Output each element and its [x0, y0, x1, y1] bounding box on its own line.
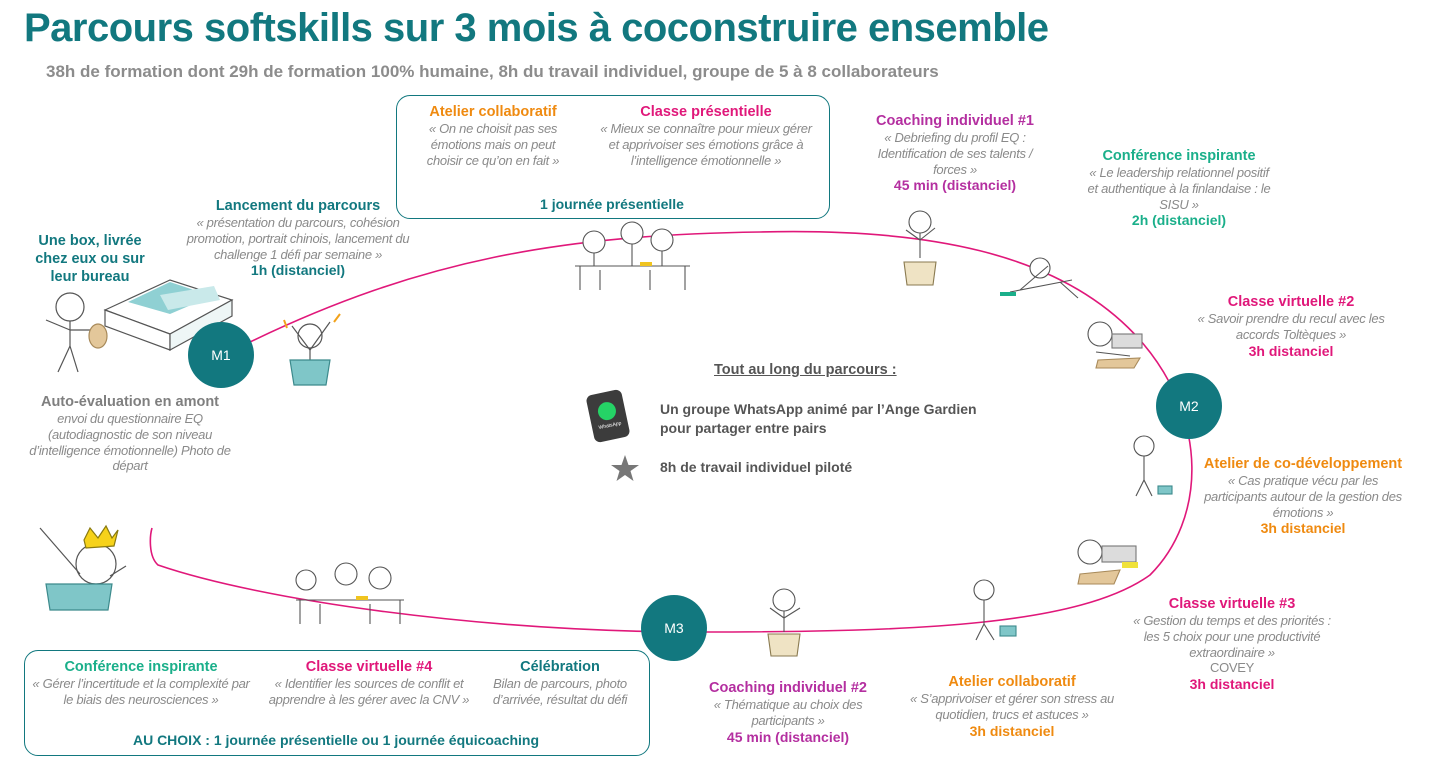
classe-v3-block: Classe virtuelle #3 « Gestion du temps e… — [1130, 596, 1334, 693]
day1-classe-title: Classe présentielle — [640, 104, 772, 120]
figure-deckchair — [1000, 257, 1079, 299]
atelier2-block: Atelier collaboratif « S’apprivoiser et … — [902, 674, 1122, 739]
milestone-m2: M2 — [1156, 373, 1222, 439]
day1-atelier: Atelier collaboratif « On ne choisit pas… — [412, 104, 574, 168]
classe-v2-quote: « Savoir prendre du recul avec les accor… — [1197, 311, 1385, 342]
coaching2-title: Coaching individuel #2 — [709, 680, 867, 696]
codev-title: Atelier de co-développement — [1203, 456, 1403, 472]
center-whatsapp: Un groupe WhatsApp animé par l’Ange Gard… — [660, 401, 977, 436]
final-classe-title: Classe virtuelle #4 — [305, 659, 433, 675]
final-conference: Conférence inspirante « Gérer l’incertit… — [30, 659, 252, 708]
milestone-m3: M3 — [641, 595, 707, 661]
classe-v3-duration: 3h distanciel — [1189, 675, 1275, 692]
final-frame — [24, 650, 650, 756]
auto-eval-text: envoi du questionnaire EQ (autodiagnosti… — [29, 411, 231, 474]
codev-block: Atelier de co-développement « Cas pratiq… — [1196, 456, 1410, 537]
auto-eval-title: Auto-évaluation en amont — [40, 394, 220, 410]
lancement-duration: 1h (distanciel) — [250, 262, 346, 279]
figure-coaching1 — [903, 210, 937, 286]
classe-v2-duration: 3h distanciel — [1248, 342, 1334, 359]
final-conference-quote: « Gérer l’incertitude et la complexité p… — [32, 676, 250, 707]
classe-v3-title: Classe virtuelle #3 — [1168, 596, 1296, 612]
final-celebration-quote: Bilan de parcours, photo d’arrivée, résu… — [492, 676, 628, 707]
star-icon — [611, 455, 639, 481]
coaching1-quote: « Debriefing du profil EQ : Identificati… — [877, 130, 1033, 177]
day1-footer-text: 1 journée présentielle — [540, 196, 684, 212]
gift-box-illustration — [103, 279, 234, 352]
whatsapp-phone-icon: WhatsApp — [585, 388, 632, 444]
figures-table-top — [575, 221, 690, 290]
figure-launch — [283, 313, 341, 386]
milestone-m1: M1 — [188, 322, 254, 388]
final-conference-title: Conférence inspirante — [64, 659, 218, 675]
page-title: Parcours softskills sur 3 mois à coconst… — [24, 6, 1049, 50]
final-footer-text: AU CHOIX : 1 journée présentielle ou 1 j… — [132, 732, 540, 748]
conference1-title: Conférence inspirante — [1102, 148, 1256, 164]
conference1-block: Conférence inspirante « Le leadership re… — [1084, 148, 1274, 229]
day1-classe-quote: « Mieux se connaître pour mieux gérer et… — [600, 121, 812, 168]
figure-virtual3 — [1077, 539, 1138, 585]
figure-coaching2 — [767, 588, 801, 657]
box-start-title: Une box, livrée chez eux ou sur leur bur… — [35, 233, 145, 286]
page-subtitle: 38h de formation dont 29h de formation 1… — [46, 62, 939, 81]
codev-duration: 3h distanciel — [1260, 520, 1346, 537]
figures-table-bottom — [295, 562, 404, 624]
day1-footer: 1 journée présentielle — [396, 196, 828, 213]
lancement-block: Lancement du parcours « présentation du … — [172, 198, 424, 279]
lancement-title: Lancement du parcours — [215, 198, 381, 214]
final-classe-quote: « Identifier les sources de conflit et a… — [268, 676, 470, 707]
coaching1-duration: 45 min (distanciel) — [893, 177, 1017, 194]
final-footer: AU CHOIX : 1 journée présentielle ou 1 j… — [24, 732, 648, 749]
atelier2-title: Atelier collaboratif — [948, 674, 1076, 690]
coaching1-title: Coaching individuel #1 — [876, 113, 1034, 129]
day1-classe: Classe présentielle « Mieux se connaître… — [596, 104, 816, 168]
classe-v2-title: Classe virtuelle #2 — [1227, 294, 1355, 310]
final-classe: Classe virtuelle #4 « Identifier les sou… — [256, 659, 482, 708]
conference1-duration: 2h (distanciel) — [1131, 212, 1227, 229]
coaching2-block: Coaching individuel #2 « Thématique au c… — [700, 680, 876, 745]
day1-frame — [396, 95, 830, 219]
final-celebration: Célébration Bilan de parcours, photo d’a… — [482, 659, 638, 708]
figure-virtual2 — [1087, 321, 1143, 369]
day1-atelier-quote: « On ne choisit pas ses émotions mais on… — [426, 121, 560, 168]
phone-label: WhatsApp — [598, 420, 622, 432]
day1-atelier-title: Atelier collaboratif — [429, 104, 557, 120]
codev-quote: « Cas pratique vécu par les participants… — [1204, 473, 1402, 520]
figure-king — [39, 524, 127, 611]
conference1-quote: « Le leadership relationnel positif et a… — [1087, 165, 1271, 212]
final-celebration-title: Célébration — [520, 659, 600, 675]
auto-eval-block: Auto-évaluation en amont envoi du questi… — [20, 394, 240, 474]
classe-v3-extra: COVEY — [1209, 660, 1254, 676]
figure-codev — [1133, 435, 1173, 497]
figure-atelier2 — [973, 579, 1017, 641]
atelier2-quote: « S’apprivoiser et gérer son stress au q… — [910, 691, 1114, 722]
coaching2-duration: 45 min (distanciel) — [726, 728, 850, 745]
classe-v3-quote: « Gestion du temps et des priorités : le… — [1133, 613, 1331, 660]
center-individual: 8h de travail individuel piloté — [660, 459, 853, 475]
coaching2-quote: « Thématique au choix des participants » — [713, 697, 863, 728]
classe-v2-block: Classe virtuelle #2 « Savoir prendre du … — [1196, 294, 1386, 359]
lancement-quote: « présentation du parcours, cohésion pro… — [186, 215, 410, 262]
center-title: Tout au long du parcours : — [714, 362, 897, 378]
box-start-block: Une box, livrée chez eux ou sur leur bur… — [28, 232, 152, 286]
atelier2-duration: 3h distanciel — [969, 722, 1055, 739]
figure-box-left — [45, 292, 108, 373]
coaching1-block: Coaching individuel #1 « Debriefing du p… — [866, 113, 1044, 194]
